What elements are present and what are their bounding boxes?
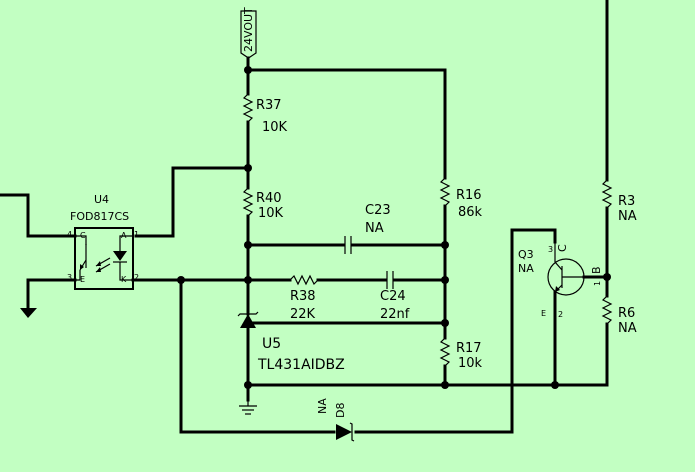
r3-ref: R3 — [618, 194, 635, 209]
d8-value: NA — [316, 398, 329, 414]
shunt-regulator-u5 — [237, 311, 259, 328]
optocoupler-u4 — [74, 227, 134, 290]
r40-value: 10K — [258, 206, 284, 221]
wire-opto-emitter — [26, 278, 77, 310]
resistor-r38 — [289, 274, 319, 286]
r6-value: NA — [618, 321, 637, 336]
r37-ref: R37 — [256, 98, 282, 113]
diode-d8 — [336, 422, 355, 442]
u4-part: FOD817CS — [70, 210, 129, 223]
resistor-r3 — [601, 179, 613, 209]
opto-phototransistor — [75, 235, 87, 281]
junction-bottom-r17 — [441, 381, 449, 389]
resistor-r37 — [242, 93, 254, 123]
wire-opto-anode — [134, 166, 250, 238]
wire-d8-right — [354, 228, 557, 434]
resistor-r40 — [242, 187, 254, 217]
c24-ref: C24 — [380, 289, 406, 304]
wire-top-rail — [246, 68, 447, 180]
q3-pin2: 2 — [558, 310, 563, 319]
u5-ref: U5 — [262, 336, 281, 352]
resistor-r16 — [439, 177, 451, 207]
net-label-text: 24VOUT — [242, 7, 255, 52]
resistor-r6 — [601, 295, 613, 325]
r37-value: 10K — [262, 120, 288, 135]
r16-ref: R16 — [456, 188, 482, 203]
c23-ref: C23 — [365, 203, 391, 218]
q3-pin-e: E — [541, 309, 546, 318]
u4-ref: U4 — [94, 193, 109, 206]
wire-opto-collector — [0, 193, 77, 238]
opto-led — [95, 235, 133, 281]
d8-ref: D8 — [334, 403, 347, 418]
c24-value: 22nf — [380, 307, 410, 322]
ground-symbol — [239, 400, 257, 415]
q3-pin-b: B — [590, 266, 603, 274]
r17-value: 10k — [458, 356, 483, 371]
r16-value: 86k — [458, 205, 483, 220]
r17-ref: R17 — [456, 341, 482, 356]
q3-pin-c: C — [556, 244, 569, 252]
resistor-r17 — [439, 337, 451, 367]
u4-pin-e: E — [80, 275, 85, 284]
u4-pin2: 2 — [134, 273, 139, 282]
q3-value: NA — [518, 262, 534, 275]
r38-value: 22K — [290, 307, 316, 322]
q3-pin3: 3 — [548, 245, 553, 254]
r38-ref: R38 — [290, 289, 316, 304]
c23-value: NA — [365, 221, 384, 236]
junction-bottom-left — [244, 381, 252, 389]
u4-pin3: 3 — [67, 273, 72, 282]
r3-value: NA — [618, 209, 637, 224]
net-label-24vout: 24VOUT — [240, 7, 257, 59]
q3-pin1: 1 — [593, 281, 602, 286]
r40-ref: R40 — [256, 191, 282, 206]
q3-ref: Q3 — [518, 248, 534, 261]
wire-d8-left — [179, 278, 336, 434]
u5-part: TL431AIDBZ — [257, 357, 345, 373]
u4-pin1: 1 — [134, 230, 139, 239]
r6-ref: R6 — [618, 306, 635, 321]
ground-arrow — [20, 308, 37, 318]
